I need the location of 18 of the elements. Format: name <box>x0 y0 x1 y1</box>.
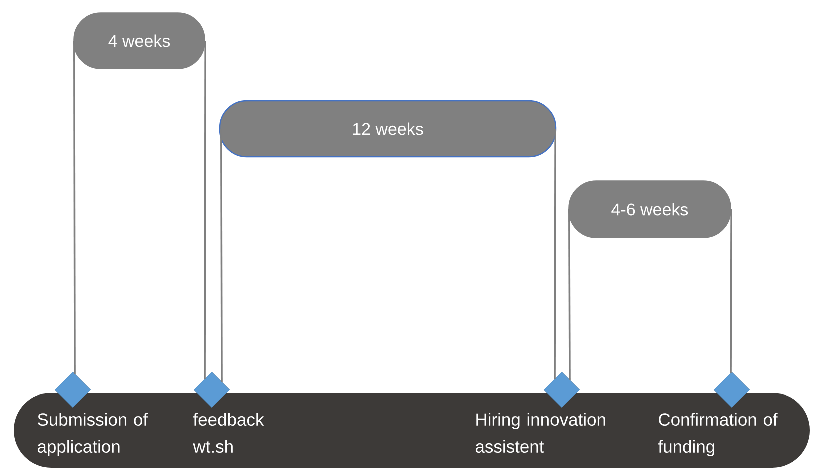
connector-line <box>568 210 571 380</box>
milestone-diamond <box>714 372 750 408</box>
milestone-label: Confirmation of funding <box>658 413 778 456</box>
timeline-bar <box>14 393 810 468</box>
milestone-diamond <box>194 372 230 408</box>
milestone-label: Submission of application <box>38 413 148 456</box>
milestone-label: Hiring innovation assistent <box>476 413 606 454</box>
connector-line <box>204 41 206 379</box>
connector-line <box>554 129 556 379</box>
duration-pill: 4-6 weeks <box>567 179 733 240</box>
milestone-diamond <box>54 372 92 408</box>
connector-line <box>220 129 223 382</box>
connector-line <box>74 41 76 374</box>
duration-pill: 4 weeks <box>72 11 207 71</box>
duration-pill: 12 weeks <box>219 100 557 158</box>
connector-line <box>730 210 732 373</box>
milestone-diamond <box>544 372 580 408</box>
milestone-label: feedback wt.sh <box>193 413 264 454</box>
